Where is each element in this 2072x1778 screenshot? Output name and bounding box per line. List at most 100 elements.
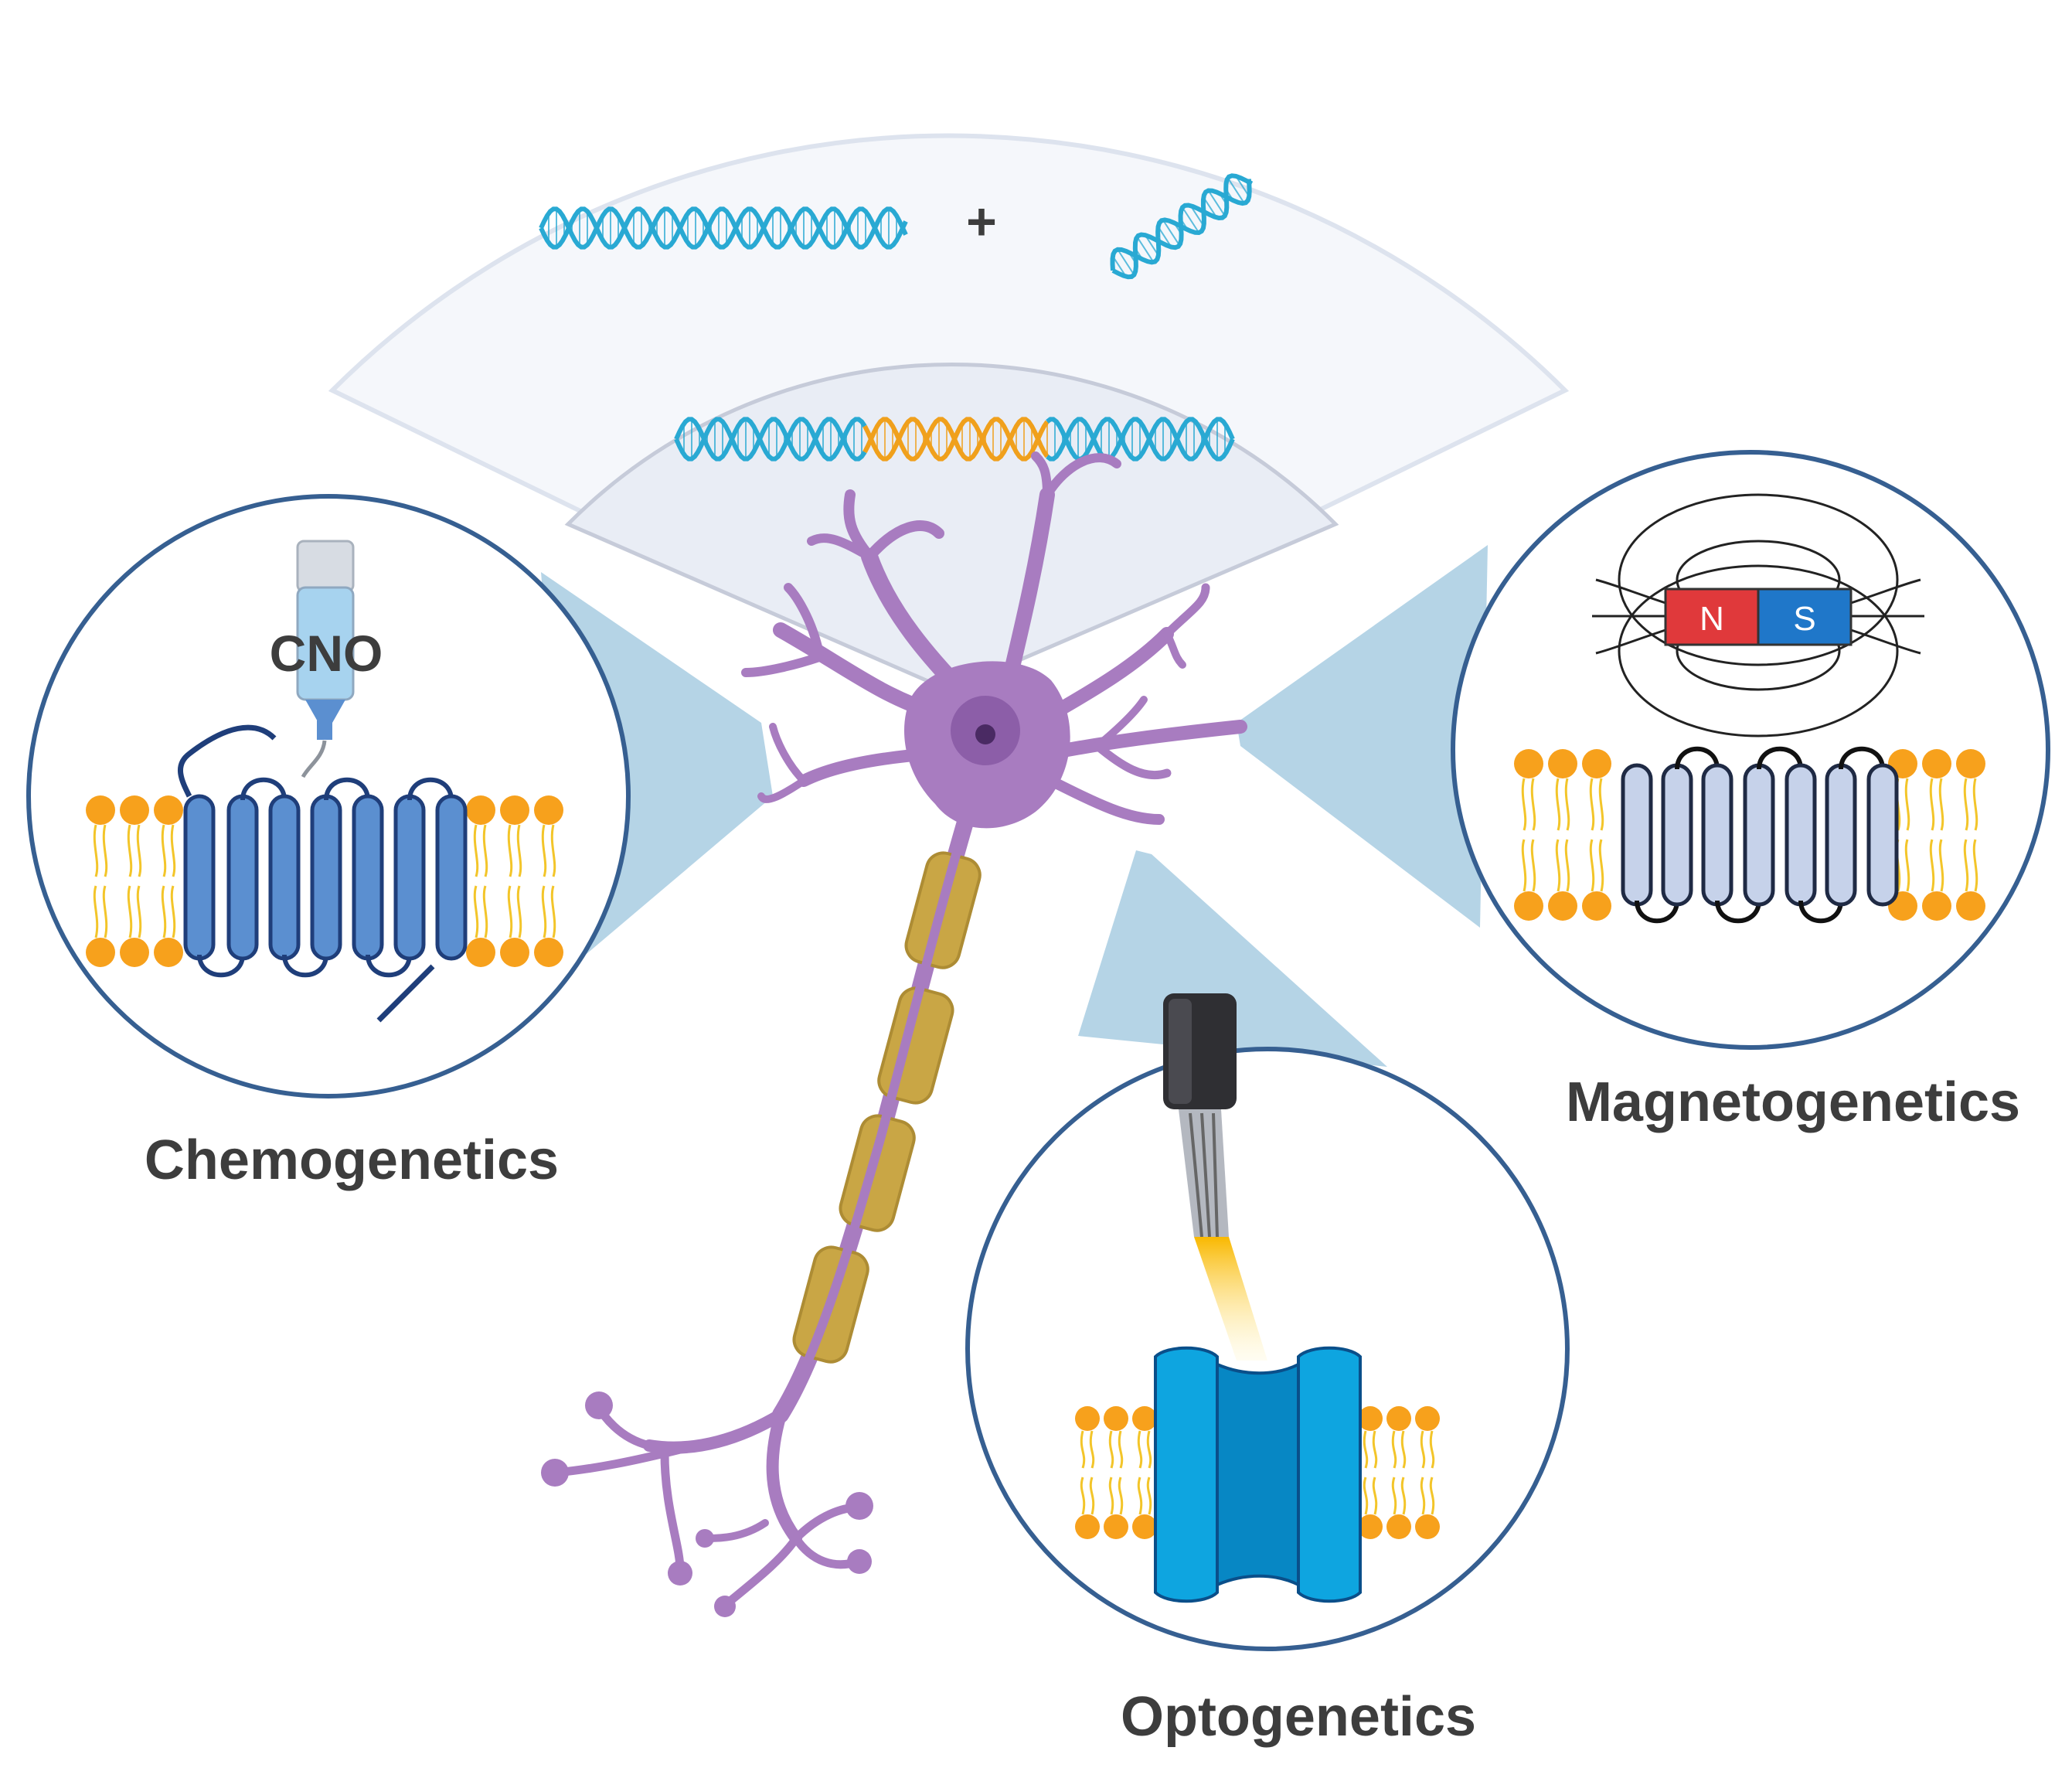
lipid-tail — [473, 824, 479, 877]
lipid-tail — [1972, 839, 1978, 892]
chemogenetics-label: Chemogenetics — [145, 1129, 559, 1191]
chemogenetics-membrane-right — [466, 795, 563, 967]
lipid-tail — [1598, 778, 1604, 831]
dna-strand-orange-top — [1110, 173, 1254, 280]
lipid-tail — [1400, 1477, 1407, 1515]
dna-base-pair — [1162, 220, 1180, 246]
lipid-tail — [1089, 1477, 1095, 1515]
lipid-tail — [1146, 1477, 1152, 1515]
lipid-tail — [102, 824, 108, 877]
lipid-head — [1075, 1406, 1100, 1431]
lipid-tail — [127, 824, 133, 877]
lipid-tail — [550, 885, 556, 938]
lipid-tail — [93, 824, 99, 877]
dna-base-pair — [1117, 249, 1135, 276]
lipid-head — [1514, 749, 1543, 778]
lipid-tail — [161, 885, 167, 938]
lipid-tail — [1598, 839, 1604, 892]
lipid-tail — [161, 824, 167, 877]
lipid-head — [466, 938, 495, 967]
transmembrane-helix — [435, 794, 468, 961]
dna-backbone — [862, 417, 1050, 462]
transmembrane-helix — [352, 794, 384, 961]
receptor-loop — [240, 777, 287, 801]
lipid-tail — [1938, 778, 1944, 831]
lipid-tail — [1963, 839, 1969, 892]
optogenetics-membrane-left — [1075, 1406, 1157, 1539]
transmembrane-helix — [1785, 763, 1817, 907]
lipid-head — [1386, 1514, 1411, 1539]
dna-base-pair — [1182, 206, 1200, 233]
lipid-head — [154, 795, 183, 825]
dna-backbone — [1046, 417, 1235, 462]
optogenetics-membrane-right — [1358, 1406, 1440, 1539]
channelrhodopsin-channel — [1154, 1346, 1362, 1603]
optogenetics-label: Optogenetics — [1121, 1686, 1476, 1748]
lipid-tail — [1963, 778, 1969, 831]
dna-backbone — [539, 206, 908, 250]
lipid-tail — [1589, 778, 1595, 831]
transmembrane-helix — [1743, 763, 1775, 907]
lipid-tail — [1929, 778, 1935, 831]
axon-core — [776, 818, 971, 1418]
lipid-head — [534, 938, 563, 967]
transmembrane-helix — [1825, 763, 1857, 907]
dreadd-receptor — [177, 724, 468, 1023]
receptor-loop — [282, 954, 328, 978]
lipid-tail — [170, 885, 176, 938]
lipid-tail — [127, 885, 133, 938]
lipid-head — [120, 795, 149, 825]
lipid-head — [466, 795, 495, 825]
receptor-loop — [324, 777, 370, 801]
dna-base-pair — [1112, 255, 1127, 278]
lipid-head — [1415, 1514, 1440, 1539]
lipid-head — [1104, 1406, 1128, 1431]
lipid-head — [1358, 1514, 1383, 1539]
lipid-head — [86, 938, 115, 967]
lipid-head — [1132, 1514, 1157, 1539]
lipid-tail — [507, 824, 513, 877]
lipid-tail — [1137, 1430, 1143, 1469]
magnetic-receptor — [1621, 746, 1899, 924]
dna-base-pair — [1203, 196, 1218, 218]
lipid-tail — [516, 885, 522, 938]
lipid-tail — [1372, 1430, 1378, 1469]
lipid-tail — [1521, 839, 1527, 892]
lipid-head — [86, 795, 115, 825]
lipid-head — [1548, 749, 1577, 778]
lipid-tail — [1530, 778, 1536, 831]
lipid-tail — [1420, 1430, 1426, 1469]
bar-magnet-icon — [1664, 588, 1853, 646]
lipid-tail — [1521, 778, 1527, 831]
neuron-nucleolus — [975, 724, 995, 744]
lipid-tail — [1080, 1477, 1086, 1515]
dna-backbone — [539, 206, 908, 250]
plus-sign: + — [966, 192, 997, 251]
transmembrane-helix — [310, 794, 342, 961]
transmembrane-helix — [183, 794, 216, 961]
lipid-tail — [1904, 839, 1910, 892]
lipid-head — [1514, 891, 1543, 921]
lipid-tail — [516, 824, 522, 877]
optogenetics-panel — [965, 1047, 1570, 1651]
transmembrane-helix — [1661, 763, 1693, 907]
dna-base-pair — [1227, 177, 1245, 204]
chemogenetics-membrane-left — [86, 795, 183, 967]
lipid-tail — [170, 824, 176, 877]
beam-to-optogenetics — [1078, 850, 1387, 1067]
lipid-tail — [136, 824, 142, 877]
receptor-loop — [1757, 746, 1803, 770]
lipid-head — [1582, 749, 1611, 778]
lipid-tail — [1589, 839, 1595, 892]
lipid-tail — [507, 885, 513, 938]
magnetogenetics-label: Magnetogenetics — [1566, 1071, 2020, 1133]
lipid-tail — [1391, 1477, 1397, 1515]
beam-to-magnetogenetics — [1237, 545, 1488, 928]
receptor-loop — [1635, 900, 1679, 924]
lipid-tail — [1363, 1477, 1369, 1515]
lipid-tail — [1429, 1430, 1435, 1469]
lipid-head — [1956, 891, 1985, 921]
lipid-tail — [1372, 1477, 1378, 1515]
